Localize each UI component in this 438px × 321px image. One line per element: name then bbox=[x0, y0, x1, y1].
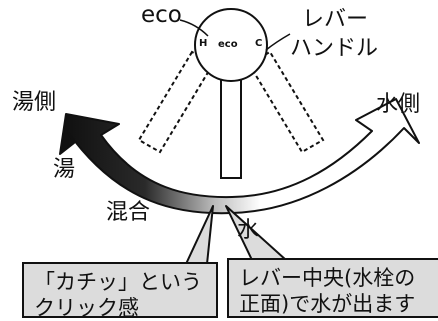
center-water-callout: レバー中央(水栓の 正面)で水が出ます bbox=[227, 258, 438, 318]
lever-left-position bbox=[137, 50, 215, 154]
eco-label: eco bbox=[141, 2, 182, 28]
lever-leader-line bbox=[265, 33, 291, 51]
click-callout-line1: 「カチッ」という bbox=[34, 270, 202, 294]
click-callout-pointer bbox=[185, 205, 214, 265]
lever-handle bbox=[220, 77, 242, 179]
cold-side-label: 水側 bbox=[376, 92, 421, 117]
click-feel-callout: 「カチッ」という クリック感 bbox=[22, 262, 218, 318]
water-label: 水 bbox=[237, 218, 260, 243]
lever-right-position bbox=[247, 50, 325, 154]
knob-h-label: H bbox=[199, 38, 208, 49]
lever-knob bbox=[194, 8, 268, 82]
temperature-arc bbox=[59, 98, 420, 215]
lever-label-line2: ハンドル bbox=[290, 36, 379, 61]
center-callout-line2: 正面)で水が出ます bbox=[239, 292, 416, 317]
mixed-label: 混合 bbox=[106, 200, 151, 225]
center-callout-line1: レバー中央(水栓の bbox=[239, 266, 416, 290]
click-callout-line2: クリック感 bbox=[34, 296, 139, 318]
hot-side-label: 湯側 bbox=[12, 90, 57, 115]
hot-label: 湯 bbox=[53, 157, 76, 182]
lever-label-line1: レバー bbox=[302, 7, 369, 32]
knob-c-label: C bbox=[255, 38, 263, 49]
eco-leader-line bbox=[179, 19, 209, 37]
knob-eco-label: eco bbox=[218, 39, 238, 50]
